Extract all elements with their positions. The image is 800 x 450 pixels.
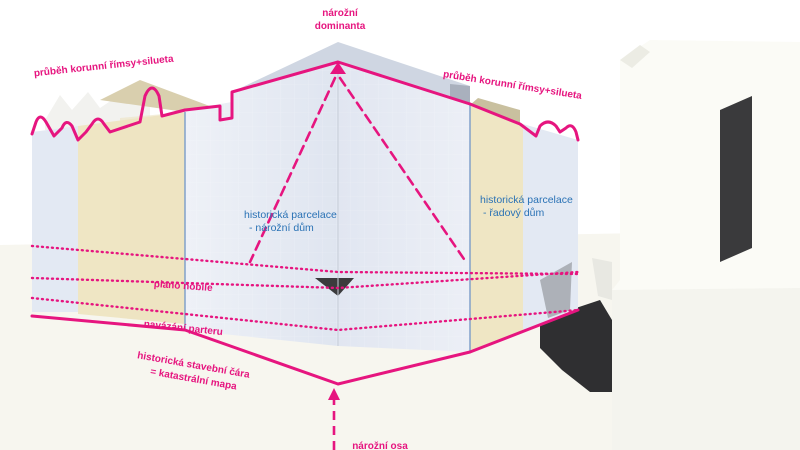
left-block-blue-2 — [120, 112, 185, 324]
label-corner-dominant-1: nárožní — [322, 8, 359, 19]
corner-notch — [315, 278, 354, 296]
corner-dominant-arrow — [330, 62, 346, 74]
ground-shadow-strip — [592, 258, 612, 300]
label-corner-axis: nárožní osa — [352, 441, 408, 450]
corner-roof — [232, 42, 470, 105]
level-lines — [30, 244, 580, 332]
corner-axis-arrow — [328, 388, 340, 400]
label-parcel-corner-1: historická parcelace — [244, 209, 337, 221]
piano-nobile-lower-line — [30, 270, 580, 290]
label-corner-dominant-2: dominanta — [315, 21, 366, 32]
label-parcel-row-2: - řadový dům — [483, 207, 545, 219]
corner-dominant-triangle — [248, 76, 468, 264]
cornice-silhouette-left — [30, 86, 187, 142]
triangle-left-leg — [248, 76, 337, 264]
right-block-yellow — [470, 105, 523, 352]
neighbor-building-side — [612, 288, 800, 450]
label-parcel-corner-2: - nárožní dům — [249, 222, 314, 234]
right-block-shadow — [540, 262, 572, 318]
historic-building-line — [30, 308, 580, 386]
ground-shadow — [540, 300, 612, 392]
neighbor-building-right-top — [620, 45, 650, 68]
piano-nobile-upper-line — [30, 244, 580, 276]
corner-building-left-tiles — [185, 62, 338, 346]
cornice-silhouette-right — [468, 102, 580, 142]
triangle-right-leg — [338, 76, 468, 264]
left-block-blue — [32, 126, 78, 312]
corner-building-right-tiles — [338, 62, 470, 352]
label-piano-nobile: piano nobile — [153, 279, 213, 294]
neighbor-building-shadow-wall — [720, 96, 752, 262]
label-parcel-row-1: historická parcelace — [480, 194, 573, 206]
